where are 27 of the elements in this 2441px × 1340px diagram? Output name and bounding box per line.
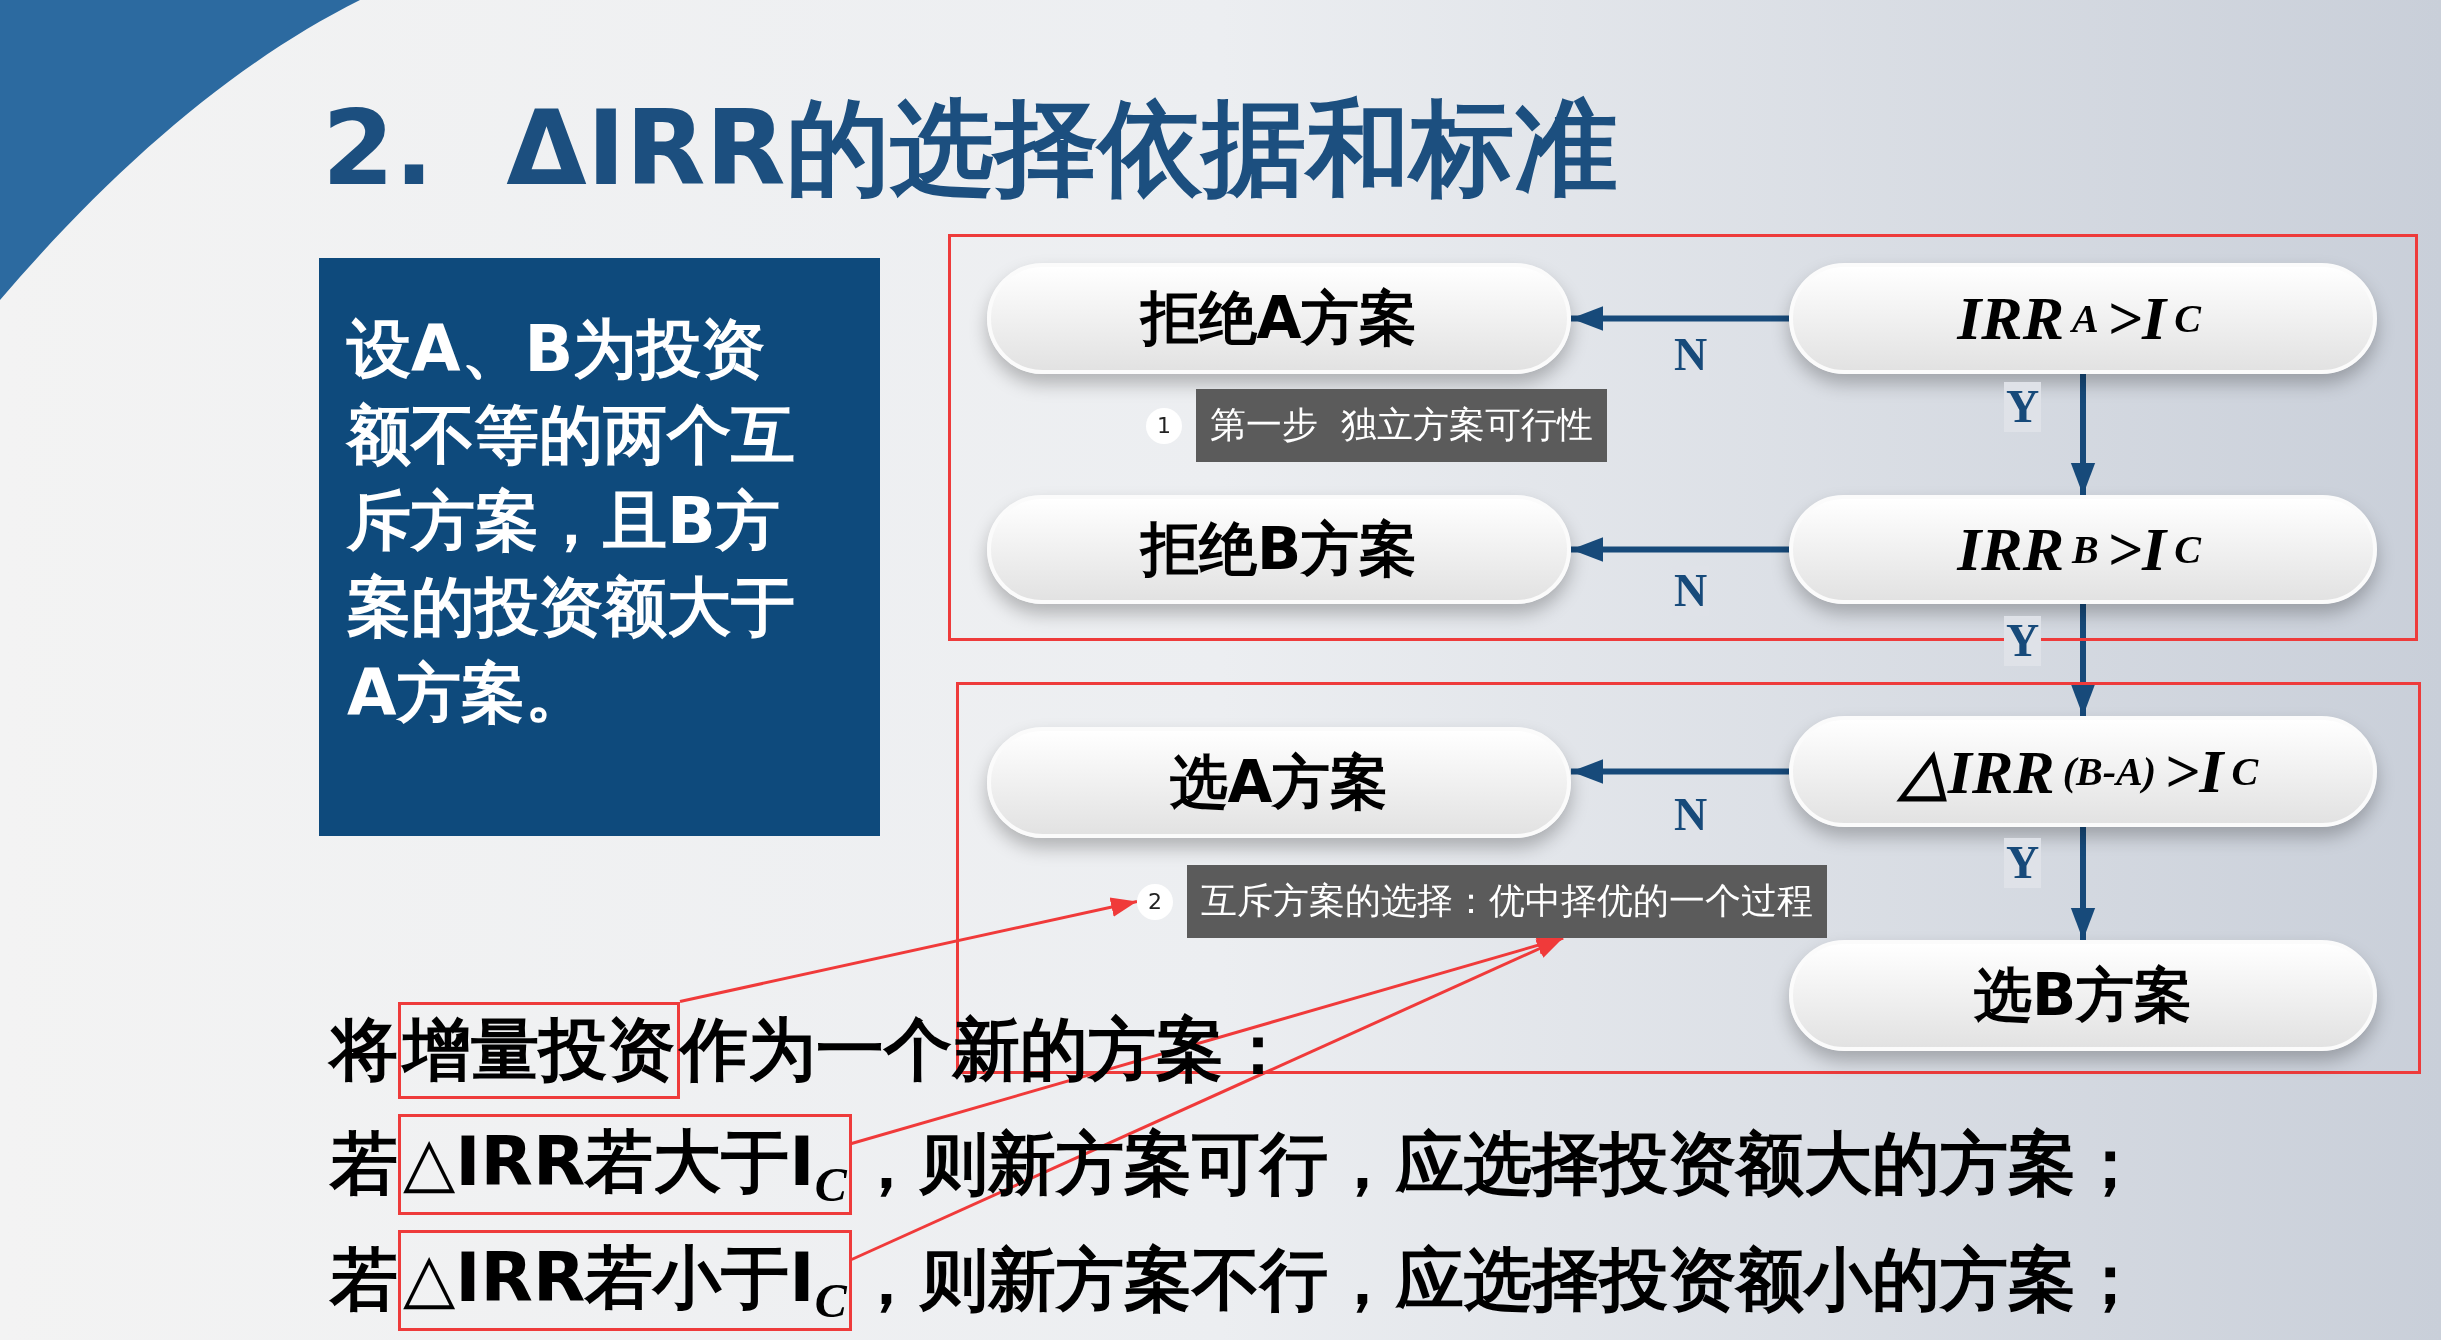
callout-label: 互斥方案的选择：优中择优的一个过程 <box>1187 865 1827 938</box>
arrow <box>2070 374 2096 495</box>
leader-line <box>679 897 1138 1003</box>
edge-label: Y <box>2004 616 2042 666</box>
leader-line <box>851 936 1564 1261</box>
edge-label: Y <box>2004 382 2042 432</box>
callout-number: 1 <box>1146 407 1182 444</box>
body-text: 将 <box>330 1008 398 1091</box>
arrow <box>1571 306 1789 331</box>
text-panel: 设A、B为投资额不等的两个互斥方案，且B方案的投资额大于A方案。 <box>319 258 880 836</box>
process-box: 拒绝B方案 <box>987 495 1571 604</box>
title: 2. ΔIRR的选择依据和标准 <box>322 86 1618 211</box>
highlight-box: △IRR若大于I$_{C}$ <box>398 1113 852 1215</box>
body-text: ，则新方案不行，应选择投资额小的方案； <box>851 1238 2144 1321</box>
callout-number: 2 <box>1137 883 1173 920</box>
arrow <box>1571 537 1789 562</box>
edge-label: Y <box>2004 838 2042 888</box>
process-box: 选B方案 <box>1789 940 2377 1051</box>
body-text: 若 <box>330 1238 398 1321</box>
arrow <box>2070 604 2096 716</box>
process-box: 拒绝A方案 <box>987 263 1571 374</box>
process-box: 选A方案 <box>987 727 1571 838</box>
callout-label: 第一步 独立方案可行性 <box>1196 389 1607 462</box>
arrow <box>2070 827 2096 940</box>
body-text: 若 <box>330 1122 398 1205</box>
highlight-box: △IRR若小于I$_{C}$ <box>398 1229 852 1331</box>
arrow <box>1571 759 1789 784</box>
